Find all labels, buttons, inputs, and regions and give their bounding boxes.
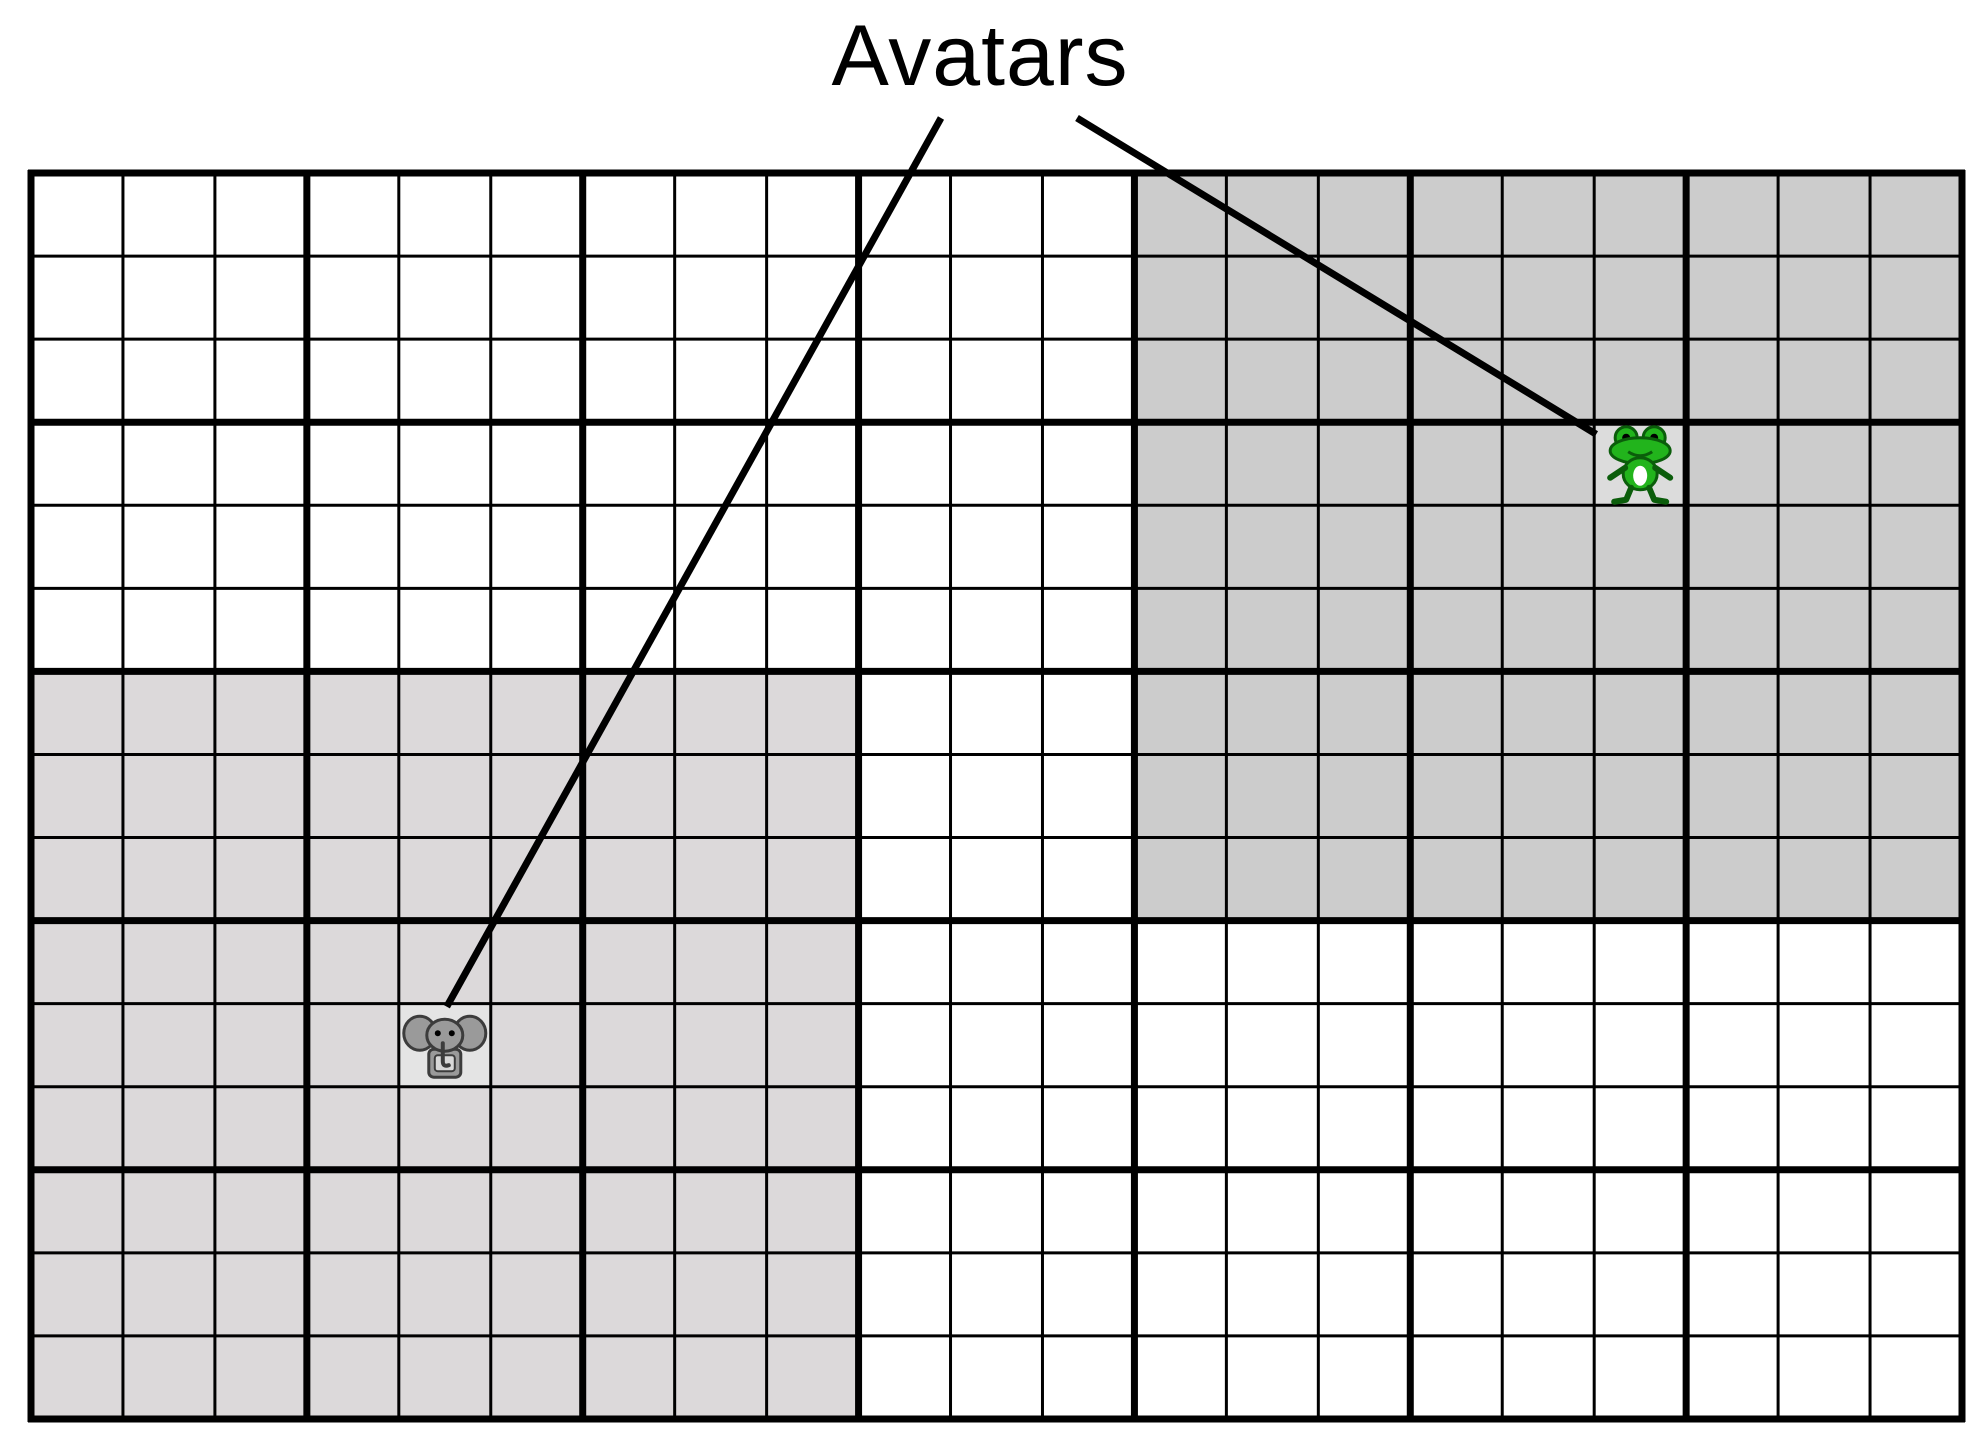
frog-belly <box>1633 465 1648 486</box>
elephant-eye-right <box>448 1030 455 1037</box>
frog-leg-right <box>1646 484 1670 505</box>
frog-arm-left <box>1607 464 1629 481</box>
block-grid-lines <box>27 169 1966 1423</box>
avatars-layer <box>402 425 1674 1079</box>
leader-line-frog <box>1075 115 1599 438</box>
shaded-regions <box>31 173 1962 1419</box>
cell-grid-lines <box>31 173 1962 1419</box>
diagram-title: Avatars <box>831 8 1129 104</box>
frog-arm-right <box>1652 464 1674 481</box>
frog-mouth <box>1627 450 1653 458</box>
shaded-region-top-right <box>1134 173 1962 921</box>
frog-leg-left <box>1611 484 1635 505</box>
elephant-eye-left <box>434 1030 441 1037</box>
elephant-icon <box>402 1014 488 1079</box>
frog-icon <box>1607 425 1674 505</box>
leader-line-elephant <box>443 116 945 1009</box>
elephant-trunk <box>440 1041 451 1068</box>
leader-lines <box>443 115 1599 1009</box>
